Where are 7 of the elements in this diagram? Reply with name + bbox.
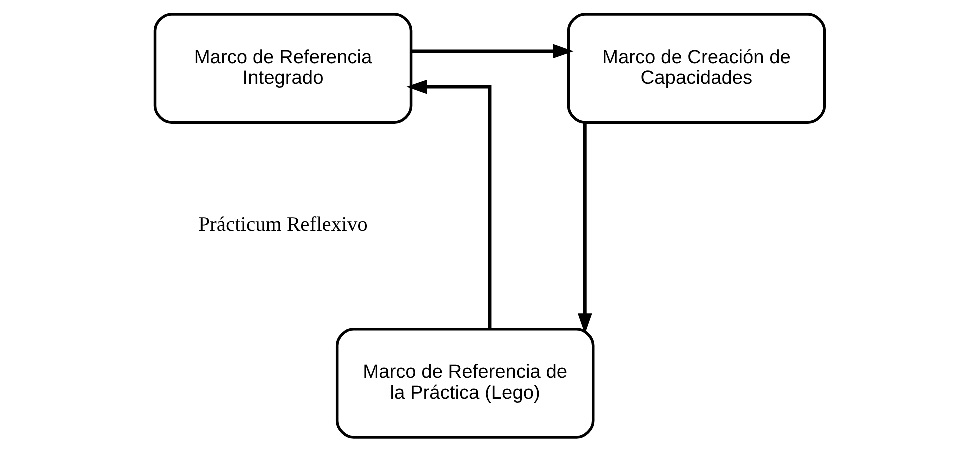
arrow: [578, 122, 592, 334]
node-box: Marco de Creación de Capacidades: [567, 12, 826, 124]
label: Prácticum Reflexivo: [198, 213, 368, 236]
arrow: [406, 79, 492, 329]
node-box: Marco de Referencia de la Práctica (Lego): [336, 328, 595, 438]
arrow: [412, 44, 574, 58]
node-box: Marco de Referencia Integrado: [154, 12, 413, 124]
